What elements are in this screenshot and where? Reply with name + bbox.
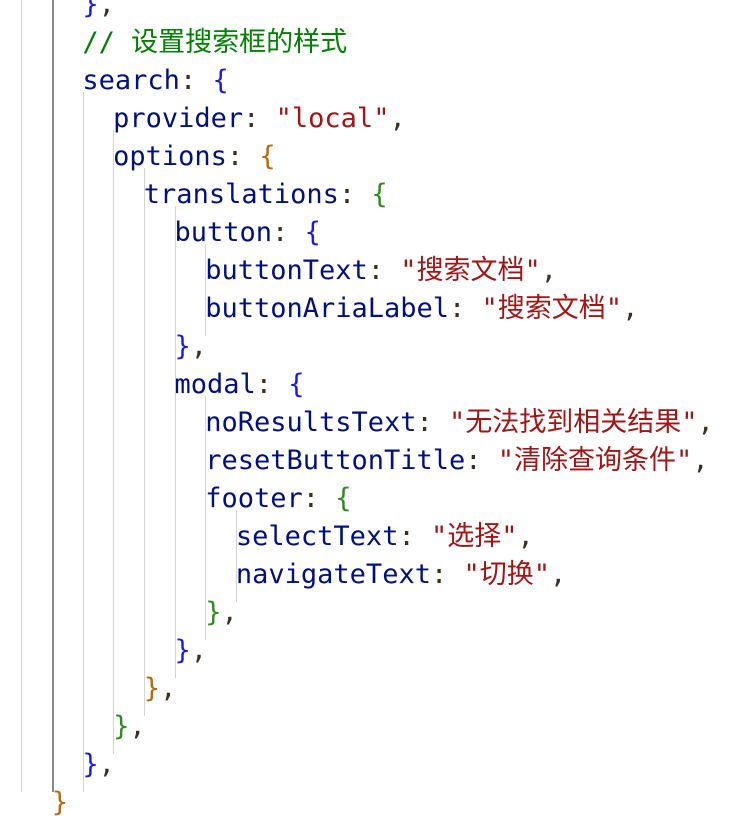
code-token: } <box>205 597 222 628</box>
code-token: , <box>221 597 238 628</box>
code-token: : <box>398 521 431 552</box>
code-token: selectText <box>235 521 399 552</box>
code-token: button <box>174 217 273 248</box>
code-token: , <box>129 711 146 742</box>
code-token: : <box>416 407 450 438</box>
code-token: : <box>226 141 260 172</box>
code-line[interactable]: navigateText: "切换", <box>236 556 566 594</box>
code-token: , <box>540 255 558 286</box>
code-token: { <box>304 217 321 248</box>
code-line[interactable]: } <box>52 784 68 822</box>
code-line[interactable]: buttonAriaLabel: "搜索文档", <box>205 290 638 328</box>
code-token: : <box>255 369 289 400</box>
guide-level-2 <box>83 92 84 792</box>
code-line[interactable]: buttonText: "搜索文档", <box>205 252 557 290</box>
code-token: { <box>288 369 305 400</box>
code-token: , <box>692 445 709 476</box>
code-token: { <box>335 483 352 514</box>
code-token: : <box>179 65 213 96</box>
code-line[interactable]: button: { <box>175 214 321 252</box>
code-token: } <box>143 673 161 704</box>
code-line[interactable]: options: { <box>113 138 276 176</box>
code-token: } <box>113 711 130 742</box>
code-token: } <box>174 331 191 362</box>
code-token: , <box>622 293 639 324</box>
code-token: "清除查询条件" <box>497 445 693 476</box>
code-token: { <box>212 65 229 96</box>
code-token: : <box>302 483 336 514</box>
code-token: , <box>389 103 406 134</box>
code-token: "local" <box>275 103 390 134</box>
code-line[interactable]: }, <box>205 594 238 632</box>
code-line[interactable]: }, <box>113 708 146 746</box>
code-token: "切换" <box>463 559 550 590</box>
code-token: buttonAriaLabel <box>205 293 450 324</box>
code-line[interactable]: translations: { <box>144 176 388 214</box>
code-token: , <box>190 635 208 666</box>
code-token: { <box>259 141 276 172</box>
code-line[interactable]: selectText: "选择", <box>236 518 534 556</box>
code-token: provider <box>113 103 244 134</box>
code-token: "搜索文档" <box>481 293 623 324</box>
code-token: , <box>160 673 177 704</box>
code-token: : <box>449 293 482 324</box>
code-token: "无法找到相关结果" <box>449 407 698 438</box>
guide-level-5 <box>175 206 176 678</box>
code-token: : <box>465 445 498 476</box>
code-token: } <box>82 0 99 20</box>
code-line[interactable]: footer: { <box>205 480 351 518</box>
code-token: "搜索文档" <box>400 255 541 286</box>
code-token: , <box>550 559 567 590</box>
code-token: : <box>430 559 464 590</box>
guide-level-0 <box>21 0 22 792</box>
code-line[interactable]: }, <box>82 0 115 24</box>
code-token: // 设置搜索框的样式 <box>82 27 348 58</box>
code-line[interactable]: search: { <box>82 62 228 100</box>
code-token: , <box>98 0 115 20</box>
code-token: , <box>697 407 714 438</box>
code-token: resetButtonTitle <box>205 445 466 476</box>
code-line[interactable]: // 设置搜索框的样式 <box>82 24 347 62</box>
guide-level-4 <box>144 168 145 716</box>
code-line[interactable]: provider: "local", <box>113 100 406 138</box>
code-token: "选择" <box>430 521 518 552</box>
code-line[interactable]: }, <box>175 632 208 670</box>
code-line[interactable]: }, <box>82 746 115 784</box>
code-token: : <box>367 255 401 286</box>
code-token: : <box>243 103 276 134</box>
code-line[interactable]: resetButtonTitle: "清除查询条件", <box>205 442 708 480</box>
code-token: navigateText <box>235 559 431 590</box>
code-token: } <box>82 749 99 780</box>
code-token: : <box>338 179 372 210</box>
code-line[interactable]: }, <box>144 670 177 708</box>
code-token: modal <box>174 369 256 400</box>
guide-level-3 <box>113 130 114 754</box>
code-token: translations <box>143 179 339 210</box>
code-token: , <box>98 749 115 780</box>
code-line[interactable]: }, <box>175 328 208 366</box>
guide-level-1 <box>52 0 54 792</box>
code-token: } <box>174 635 191 666</box>
code-line[interactable]: noResultsText: "无法找到相关结果", <box>205 404 714 442</box>
code-token: search <box>82 65 180 96</box>
code-token: : <box>272 217 305 248</box>
code-token: options <box>113 141 227 172</box>
code-line[interactable]: modal: { <box>175 366 305 404</box>
code-token: footer <box>205 483 303 514</box>
code-token: , <box>190 331 208 362</box>
code-token: { <box>371 179 388 210</box>
code-token: buttonText <box>205 255 368 286</box>
code-token: , <box>517 521 534 552</box>
code-token: noResultsText <box>205 407 417 438</box>
